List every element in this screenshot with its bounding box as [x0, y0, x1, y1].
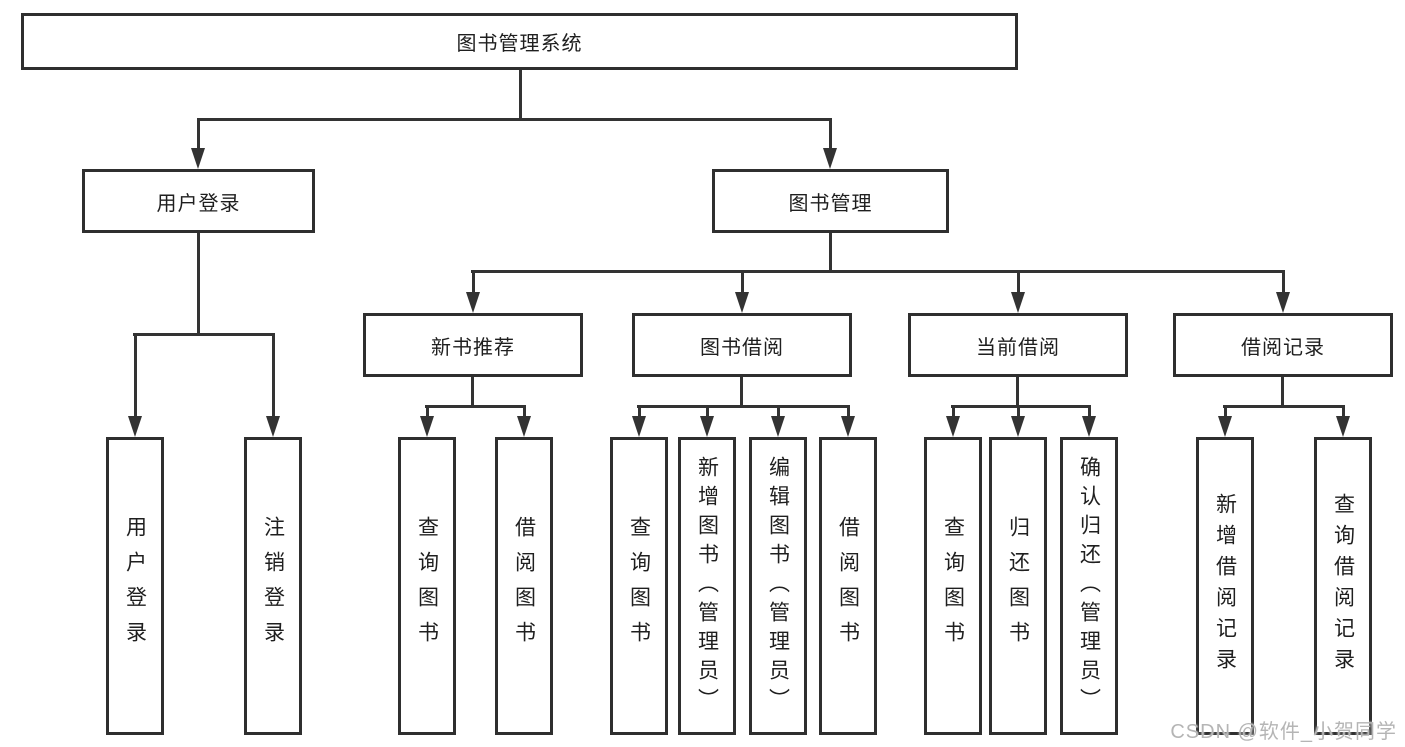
connector-line	[1017, 408, 1020, 417]
node-new-book-recommend: 新书推荐	[363, 313, 583, 377]
arrowhead-icon	[466, 292, 480, 313]
node-book-management: 图书管理	[712, 169, 949, 233]
connector-line	[472, 273, 475, 293]
connector-line	[1282, 273, 1285, 293]
arrowhead-icon	[632, 416, 646, 437]
leaf-user-login-label: 用户登录	[123, 516, 147, 656]
arrowhead-icon	[823, 148, 837, 169]
connector-line	[133, 333, 275, 336]
leaf-user-login: 用户登录	[106, 437, 164, 735]
leaf-current-confirm-return-admin: 确认归还（管理员）	[1060, 437, 1118, 735]
connector-line	[638, 408, 641, 417]
leaf-borrow-edit-books-admin-label: 编辑图书（管理员）	[766, 455, 790, 717]
arrowhead-icon	[517, 416, 531, 437]
connector-line	[847, 408, 850, 417]
arrowhead-icon	[1011, 292, 1025, 313]
arrowhead-icon	[1082, 416, 1096, 437]
connector-line	[706, 408, 709, 417]
leaf-borrow-add-books-admin-label: 新增图书（管理员）	[695, 455, 719, 717]
connector-line	[951, 405, 1091, 408]
leaf-current-return-books-label: 归还图书	[1006, 516, 1030, 656]
leaf-current-return-books: 归还图书	[989, 437, 1047, 735]
node-user-login: 用户登录	[82, 169, 315, 233]
connector-line	[740, 377, 743, 408]
arrowhead-icon	[191, 148, 205, 169]
node-library-management-system-label: 图书管理系统	[456, 33, 583, 55]
leaf-borrow-query-books-label: 查询图书	[627, 516, 651, 656]
node-library-management-system: 图书管理系统	[21, 13, 1018, 70]
connector-line	[952, 408, 955, 417]
leaf-newrec-borrow-books-label: 借阅图书	[512, 516, 536, 656]
arrowhead-icon	[266, 416, 280, 437]
connector-line	[1281, 377, 1284, 408]
leaf-newrec-query-books: 查询图书	[398, 437, 456, 735]
connector-line	[272, 336, 275, 417]
leaf-logout: 注销登录	[244, 437, 302, 735]
leaf-records-add-record-label: 新增借阅记录	[1213, 493, 1237, 679]
node-new-book-recommend-label: 新书推荐	[431, 336, 515, 359]
leaf-records-query-record-label: 查询借阅记录	[1331, 493, 1355, 679]
node-borrow-records: 借阅记录	[1173, 313, 1393, 377]
arrowhead-icon	[841, 416, 855, 437]
arrowhead-icon	[128, 416, 142, 437]
connector-line	[471, 270, 1285, 273]
leaf-borrow-query-books: 查询图书	[610, 437, 668, 735]
connector-line	[829, 121, 832, 149]
node-current-borrow: 当前借阅	[908, 313, 1128, 377]
connector-line	[471, 377, 474, 408]
connector-line	[1088, 408, 1091, 417]
leaf-current-query-books-label: 查询图书	[941, 516, 965, 656]
arrowhead-icon	[1011, 416, 1025, 437]
leaf-newrec-borrow-books: 借阅图书	[495, 437, 553, 735]
leaf-records-query-record: 查询借阅记录	[1314, 437, 1372, 735]
connector-line	[519, 70, 522, 121]
connector-line	[197, 121, 200, 149]
arrowhead-icon	[1276, 292, 1290, 313]
arrowhead-icon	[420, 416, 434, 437]
node-book-management-label: 图书管理	[788, 192, 873, 215]
node-current-borrow-label: 当前借阅	[976, 336, 1060, 359]
connector-line	[1016, 377, 1019, 408]
node-book-borrow: 图书借阅	[632, 313, 852, 377]
arrowhead-icon	[1336, 416, 1350, 437]
connector-line	[741, 273, 744, 293]
node-book-borrow-label: 图书借阅	[700, 336, 784, 359]
node-user-login-label: 用户登录	[156, 192, 241, 215]
node-borrow-records-label: 借阅记录	[1241, 336, 1325, 359]
arrowhead-icon	[1218, 416, 1232, 437]
leaf-borrow-borrow-books-label: 借阅图书	[836, 516, 860, 656]
leaf-records-add-record: 新增借阅记录	[1196, 437, 1254, 735]
connector-line	[1224, 408, 1227, 417]
connector-line	[523, 408, 526, 417]
leaf-logout-label: 注销登录	[261, 516, 285, 656]
arrowhead-icon	[700, 416, 714, 437]
connector-line	[197, 118, 832, 121]
arrowhead-icon	[771, 416, 785, 437]
connector-line	[426, 408, 429, 417]
connector-line	[1017, 273, 1020, 293]
connector-line	[425, 405, 526, 408]
leaf-newrec-query-books-label: 查询图书	[415, 516, 439, 656]
connector-line	[637, 405, 850, 408]
leaf-borrow-borrow-books: 借阅图书	[819, 437, 877, 735]
connector-line	[829, 233, 832, 273]
connector-line	[777, 408, 780, 417]
arrowhead-icon	[735, 292, 749, 313]
leaf-borrow-edit-books-admin: 编辑图书（管理员）	[749, 437, 807, 735]
connector-line	[1223, 405, 1345, 408]
connector-line	[134, 336, 137, 417]
leaf-borrow-add-books-admin: 新增图书（管理员）	[678, 437, 736, 735]
watermark: CSDN @软件_小贺同学	[1170, 721, 1397, 743]
connector-line	[1342, 408, 1345, 417]
leaf-current-query-books: 查询图书	[924, 437, 982, 735]
leaf-current-confirm-return-admin-label: 确认归还（管理员）	[1077, 455, 1101, 717]
connector-line	[197, 233, 200, 336]
arrowhead-icon	[946, 416, 960, 437]
